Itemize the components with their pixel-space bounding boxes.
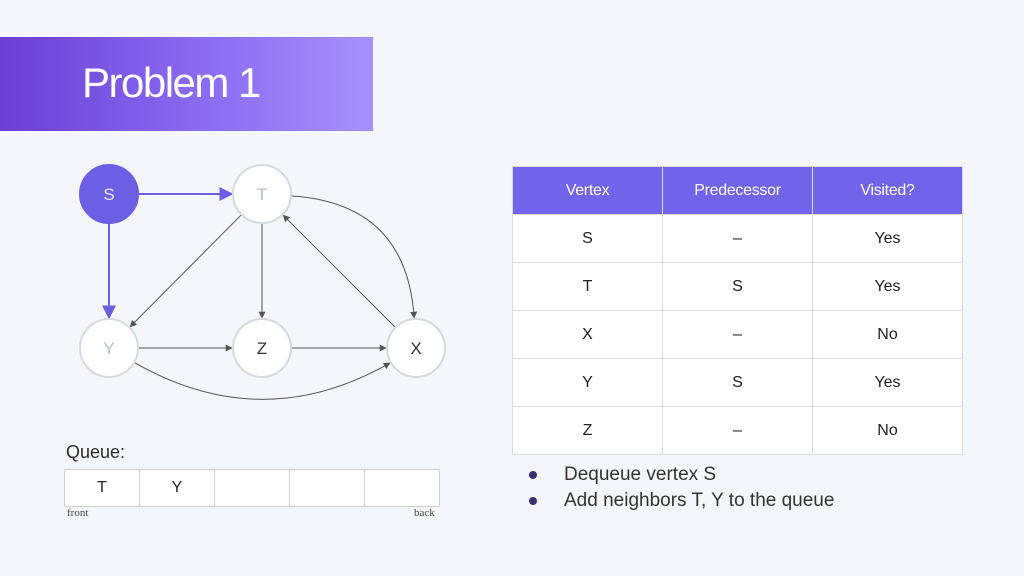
node-t: T (232, 164, 292, 224)
queue-label: Queue: (66, 442, 126, 462)
edge-t-x (290, 195, 418, 319)
bullet-dot-icon (529, 471, 537, 479)
node-label: X (410, 339, 421, 358)
vertex-cell: S (512, 214, 663, 263)
visited-cell: Yes (812, 214, 963, 263)
header-visited: Visited? (812, 166, 963, 215)
node-circle (79, 164, 139, 224)
predecessor-cell: – (662, 214, 813, 263)
predecessor-cell: – (662, 406, 813, 455)
predecessor-cell: S (662, 358, 813, 407)
edge-y-x (133, 361, 391, 400)
vertex-cell: Z (512, 406, 663, 455)
header-predecessor: Predecessor (662, 166, 813, 215)
note-text: Add neighbors T, Y to the queue (564, 490, 835, 511)
vertex-cell: X (512, 310, 663, 359)
vertex-cell: T (512, 262, 663, 311)
queue: T Y (64, 469, 440, 507)
bfs-graph: S T Y Z X (79, 164, 446, 400)
node-label: S (103, 185, 114, 204)
node-y: Y (79, 318, 139, 378)
edges-layer (102, 187, 418, 400)
node-circle (386, 318, 446, 378)
note-item: Add neighbors T, Y to the queue (526, 488, 834, 514)
vertex-cell: Y (512, 358, 663, 407)
queue-cell: T (65, 470, 140, 506)
queue-cell: Y (140, 470, 215, 506)
bullet-dot-icon (529, 497, 537, 505)
queue-back-label: back (414, 507, 435, 519)
edge-x-t (282, 214, 396, 328)
queue-cell (215, 470, 290, 506)
nodes-layer: S T Y Z X (79, 164, 446, 378)
node-x: X (386, 318, 446, 378)
vertex-table: Vertex Predecessor Visited? S – Yes T S … (512, 166, 963, 455)
table-row: T S Yes (512, 262, 963, 311)
note-text: Dequeue vertex S (564, 464, 717, 485)
title-banner: Problem 1 (0, 37, 373, 131)
predecessor-cell: S (662, 262, 813, 311)
predecessor-cell: – (662, 310, 813, 359)
node-circle (79, 318, 139, 378)
table-header-row: Vertex Predecessor Visited? (512, 166, 963, 215)
visited-cell: Yes (812, 358, 963, 407)
visited-cell: No (812, 310, 963, 359)
node-label: Z (257, 339, 267, 358)
queue-cell (290, 470, 365, 506)
node-z: Z (232, 318, 292, 378)
node-circle (232, 164, 292, 224)
node-circle (232, 318, 292, 378)
node-s: S (79, 164, 139, 224)
table-row: Z – No (512, 406, 963, 455)
visited-cell: No (812, 406, 963, 455)
queue-cell (365, 470, 439, 506)
edge-t-y (129, 214, 242, 328)
table-row: Y S Yes (512, 358, 963, 407)
note-item: Dequeue vertex S (526, 462, 834, 488)
queue-front-label: front (67, 507, 89, 519)
slide-title: Problem 1 (82, 59, 261, 106)
visited-cell: Yes (812, 262, 963, 311)
table-row: X – No (512, 310, 963, 359)
notes-list: Dequeue vertex S Add neighbors T, Y to t… (526, 462, 834, 514)
header-vertex: Vertex (512, 166, 663, 215)
node-label: Y (103, 339, 114, 358)
node-label: T (257, 185, 267, 204)
table-row: S – Yes (512, 214, 963, 263)
